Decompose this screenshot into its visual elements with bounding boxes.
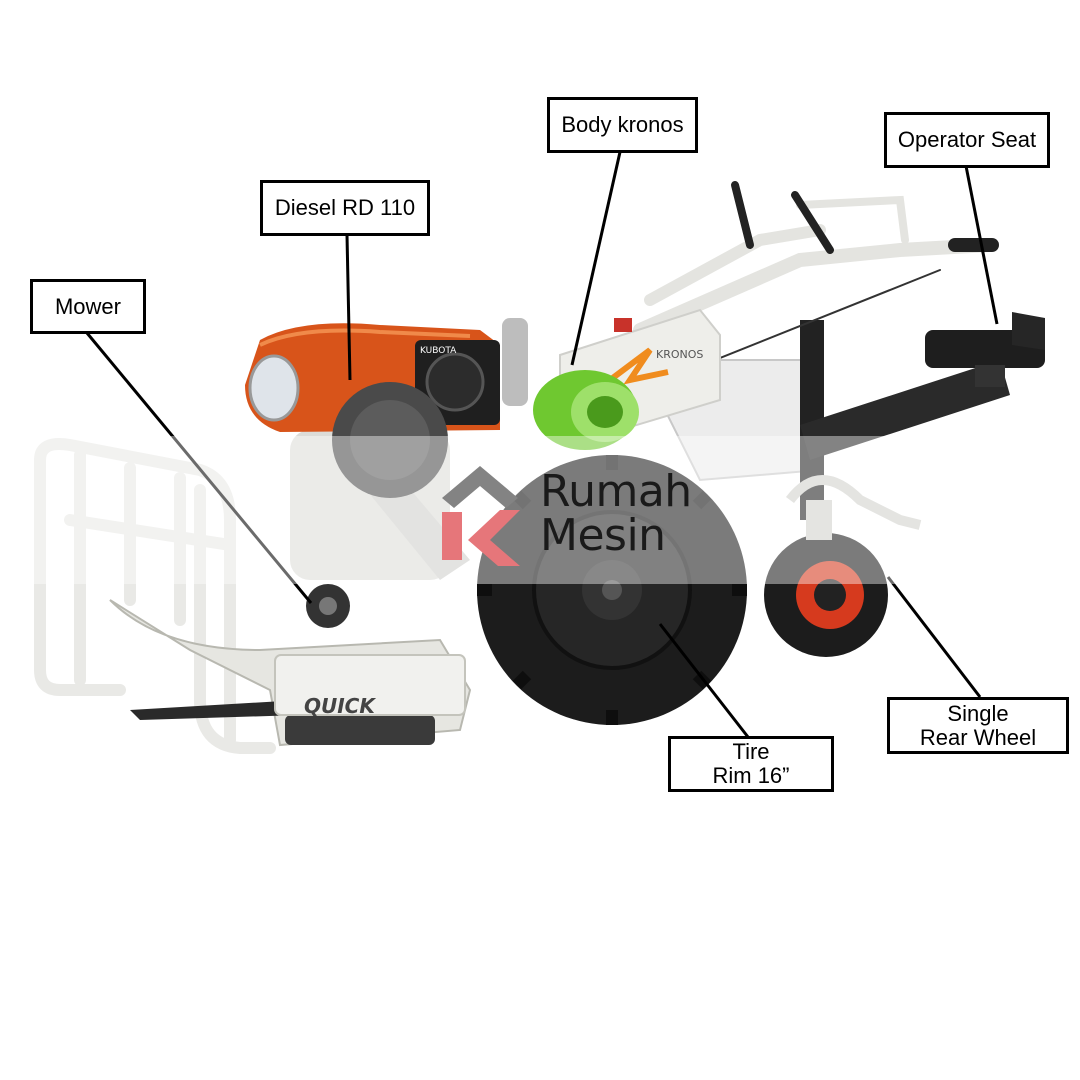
leader-line-rear-wheel	[886, 576, 982, 698]
leader-line-mower	[85, 332, 313, 604]
mower-brand-decal: QUICK	[304, 694, 376, 718]
leader-line-seat	[964, 165, 999, 325]
body-kronos: KRONOS	[533, 308, 721, 450]
watermark-text: Rumah Mesin	[540, 470, 692, 558]
rear-wheel	[764, 500, 888, 657]
watermark-line-2: Mesin	[540, 510, 666, 561]
body-brand-decal: KRONOS	[656, 348, 703, 361]
mower-deck: QUICK	[109, 584, 472, 747]
diesel-engine: KUBOTA	[245, 318, 528, 498]
label-operator-seat: Operator Seat	[884, 112, 1050, 168]
label-tire: Tire Rim 16”	[668, 736, 834, 792]
leader-line-diesel	[345, 234, 352, 381]
leader-line-body	[570, 151, 622, 366]
watermark-logo-icon	[442, 466, 520, 566]
label-diesel: Diesel RD 110	[260, 180, 430, 236]
operator-seat	[925, 312, 1045, 387]
label-body: Body kronos	[547, 97, 698, 153]
leader-lines	[85, 151, 999, 738]
leader-line-tire	[658, 623, 750, 738]
handlebars	[633, 181, 999, 391]
label-rear-wheel: Single Rear Wheel	[887, 697, 1069, 754]
main-tire	[477, 455, 747, 725]
label-mower: Mower	[30, 279, 146, 334]
watermark-band	[0, 436, 1080, 584]
watermark-line-1: Rumah	[540, 466, 692, 517]
engine-brand-decal: KUBOTA	[420, 346, 457, 356]
